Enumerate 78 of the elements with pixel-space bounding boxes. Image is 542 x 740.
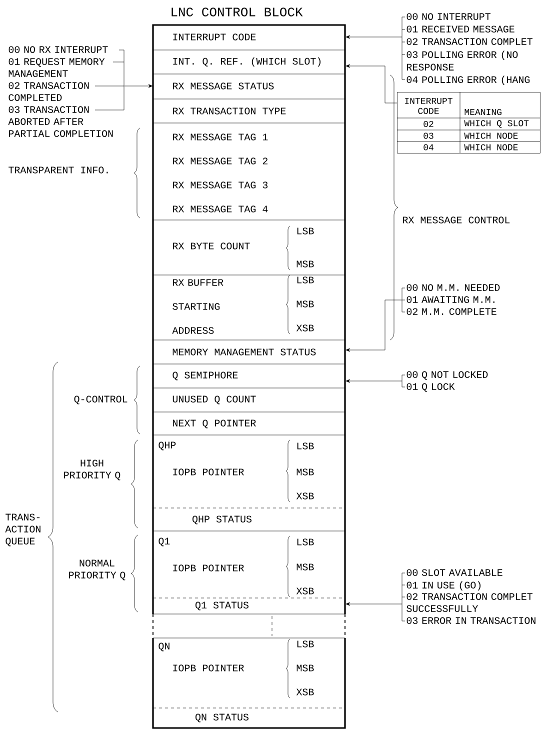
- bit-label: LSB: [297, 538, 314, 546]
- field-label: UNUSED Q COUNT: [172, 396, 256, 404]
- status-code-text: 01 AWAITING M.M.: [406, 296, 494, 303]
- table-cell: INTERRUPT CODE: [405, 98, 452, 114]
- status-code-text: 01 RECEIVED MESSAGE: [406, 26, 514, 32]
- field-label: IOPB POINTER: [173, 664, 244, 672]
- field-label: RX MESSAGE TAG 3: [172, 182, 268, 188]
- table-cell: WHICH NODE: [464, 132, 518, 139]
- group-label: RX MESSAGE CONTROL: [402, 216, 510, 224]
- bit-label: LSB: [297, 276, 314, 284]
- group-label: TRANS- ACTION QUEUE: [5, 514, 40, 546]
- field-label: Q1 STATUS: [196, 602, 248, 610]
- bit-label: LSB: [297, 442, 314, 450]
- bit-label: MSB: [296, 300, 314, 308]
- status-code-text: 00 Q NOT LOCKED: [406, 371, 488, 380]
- status-code-text: 00 NO M.M. NEEDED: [406, 284, 500, 291]
- status-code-text: 00 SLOT AVAILABLE: [406, 569, 502, 576]
- queue-label: QN: [158, 642, 170, 652]
- field-label: INTERRUPT CODE: [173, 34, 256, 40]
- bit-label: MSB: [296, 664, 314, 672]
- arrow: [346, 379, 402, 383]
- block-title: LNC CONTROL BLOCK: [172, 8, 303, 16]
- group-label: TRANSPARENT INFO.: [8, 166, 108, 174]
- arrow: [346, 35, 402, 39]
- field-label: Q SEMIPHORE: [172, 372, 238, 380]
- bit-label: XSB: [296, 588, 314, 594]
- status-code-text: 03 POLLING ERROR (NO RESPONSE: [406, 50, 518, 71]
- group-label: Q-CONTROL: [74, 396, 128, 404]
- table-cell: 02: [424, 120, 434, 128]
- field-label: IOPB POINTER: [173, 468, 244, 476]
- bit-label: XSB: [296, 492, 314, 500]
- bit-label: MSB: [296, 260, 314, 268]
- field-label: RX BYTE COUNT: [172, 242, 250, 250]
- field-label: RX MESSAGE TAG 2: [172, 158, 268, 164]
- bit-label: MSB: [296, 564, 314, 570]
- field-label: RX MESSAGE STATUS: [172, 82, 274, 90]
- table-cell: MEANING: [464, 108, 502, 116]
- field-label: RX TRANSACTION TYPE: [172, 108, 286, 114]
- arrow: [346, 602, 402, 606]
- bit-label: LSB: [297, 640, 314, 648]
- queue-label: Q1: [158, 538, 170, 546]
- arrow: [346, 300, 402, 352]
- status-code-text: 02 M.M. COMPLETE: [406, 308, 496, 315]
- field-label: RX MESSAGE TAG 1: [172, 134, 268, 140]
- group-label: HIGH PRIORITY Q: [64, 460, 120, 480]
- table-cell: 04: [424, 144, 434, 150]
- field-label: RX MESSAGE TAG 4: [172, 206, 268, 212]
- status-code-text: 03 ERROR IN TRANSACTION: [406, 617, 536, 624]
- field-label: NEXT Q POINTER: [172, 420, 256, 428]
- field-label: MEMORY MANAGEMENT STATUS: [172, 348, 316, 356]
- status-code-text: 02 TRANSACTION COMPLET: [406, 38, 532, 45]
- arrow: [124, 84, 153, 88]
- queue-label: QHP: [158, 442, 176, 450]
- field-label: RX BUFFER STARTING ADDRESS: [172, 279, 224, 334]
- bit-label: MSB: [296, 468, 314, 476]
- status-code-text: 00 NO RX INTERRUPT: [8, 46, 108, 53]
- field-label: INT. Q. REF. (WHICH SLOT): [173, 57, 321, 67]
- group-label: NORMAL PRIORITY Q: [69, 560, 126, 580]
- bit-label: LSB: [297, 228, 314, 234]
- bit-label: XSB: [296, 688, 314, 696]
- status-code-text: 00 NO INTERRUPT: [406, 13, 490, 20]
- status-code-text: 01 Q LOCK: [406, 383, 455, 392]
- bit-label: XSB: [296, 324, 314, 332]
- status-code-text: 02 TRANSACTION COMPLET SUCCESSFULLY: [406, 593, 532, 612]
- status-code-text: 01 REQUEST MEMORY MANAGEMENT: [8, 58, 105, 77]
- table-cell: 03: [424, 132, 434, 139]
- control-block: [152, 24, 346, 729]
- status-code-text: 01 IN USE (GO): [406, 581, 481, 591]
- field-label: QN STATUS: [196, 714, 248, 722]
- gap-row: [152, 614, 346, 636]
- status-code-text: 03 TRANSACTION ABORTED AFTER PARTIAL COMPLETION: [8, 106, 113, 137]
- status-code-text: 04 POLLING ERROR (HANG: [406, 76, 530, 85]
- field-label: IOPB POINTER: [173, 564, 244, 572]
- table-cell: WHICH Q SLOT: [464, 120, 529, 128]
- status-code-text: 02 TRANSACTION COMPLETED: [8, 82, 89, 101]
- arrow: [346, 64, 398, 104]
- field-label: QHP STATUS: [192, 516, 252, 524]
- table-cell: WHICH NODE: [464, 144, 518, 150]
